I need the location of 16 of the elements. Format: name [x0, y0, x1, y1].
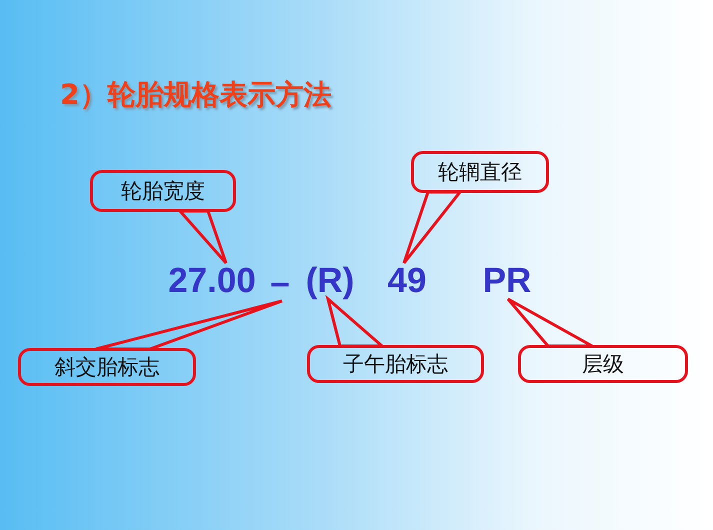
spec-text: – — [268, 262, 292, 304]
spec-text: (R) — [298, 260, 362, 302]
callout-text: 斜交胎标志 — [54, 354, 160, 381]
callout-text: 轮辋直径 — [438, 159, 522, 186]
callout-bubble — [18, 348, 196, 386]
callout-bubble — [518, 345, 688, 383]
callout-text: 层级 — [582, 351, 624, 378]
spec-text: PR — [480, 260, 534, 302]
title: 2）轮胎规格表示方法 — [60, 77, 332, 113]
callout-bubble — [307, 345, 484, 383]
callout-bubble — [90, 170, 236, 212]
callout-text: 轮胎宽度 — [121, 178, 205, 205]
callout-text: 子午胎标志 — [343, 351, 448, 378]
callout-bubble — [411, 151, 549, 193]
spec-text: 49 — [382, 260, 432, 302]
spec-text: 27.00 — [160, 260, 264, 302]
